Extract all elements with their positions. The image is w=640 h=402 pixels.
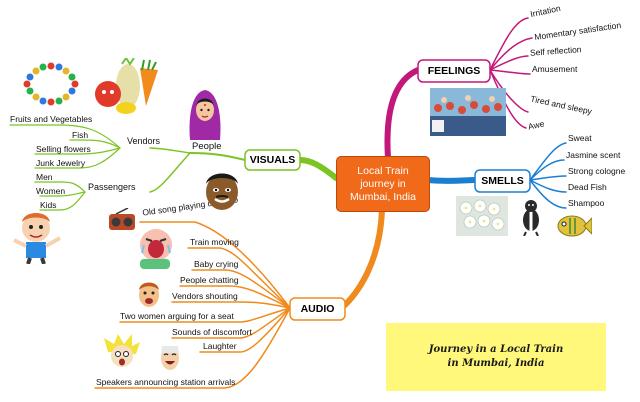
central-topic-line3: Mumbai, India <box>350 190 416 203</box>
passenger-item[interactable]: Women <box>36 186 66 196</box>
audio-item[interactable]: Two women arguing for a seat <box>120 311 234 321</box>
audio-node[interactable]: AUDIO <box>300 303 335 315</box>
audio-item[interactable]: People chatting <box>180 275 239 285</box>
central-topic-line2: journey in <box>360 177 406 190</box>
smells-item[interactable]: Strong cologne <box>568 166 626 176</box>
smells-item[interactable]: Dead Fish <box>568 182 607 192</box>
vendor-item[interactable]: Fish <box>72 130 89 140</box>
shocked-face-icon <box>104 334 140 367</box>
man-face-icon <box>206 173 238 210</box>
chatting-face-icon <box>139 282 159 307</box>
vendors-node[interactable]: Vendors <box>127 136 161 146</box>
radio-icon <box>109 208 135 230</box>
kid-icon <box>13 213 61 264</box>
audio-item[interactable]: Speakers announcing station arrivals <box>96 377 236 387</box>
laughing-man-icon <box>161 346 179 370</box>
passenger-item[interactable]: Men <box>36 172 53 182</box>
skunk-icon <box>523 200 539 236</box>
audio-item[interactable]: Laughter <box>203 341 237 351</box>
audio-item[interactable]: Sounds of discomfort <box>172 327 252 337</box>
caption-line1: Journey in a Local Train <box>428 344 564 355</box>
vendor-item[interactable]: Fruits and Vegetables <box>10 114 93 124</box>
caption-box: Journey in a Local Train in Mumbai, Indi… <box>386 323 606 391</box>
caption-line2: in Mumbai, India <box>447 358 545 369</box>
jasmine-flowers-photo <box>456 196 508 236</box>
audio-item[interactable]: Baby crying <box>194 259 239 269</box>
central-topic[interactable]: Local Train journey in Mumbai, India <box>336 156 430 212</box>
people-node[interactable]: People <box>192 141 222 152</box>
feelings-item[interactable]: Amusement <box>532 64 578 74</box>
bead-necklace-icon <box>23 62 79 106</box>
smells-item[interactable]: Shampoo <box>568 198 605 208</box>
indian-woman-icon <box>189 90 221 140</box>
passengers-node[interactable]: Passengers <box>88 182 136 192</box>
fish-icon <box>557 215 592 237</box>
smells-item[interactable]: Sweat <box>568 133 592 143</box>
central-topic-line1: Local Train <box>357 164 409 177</box>
passenger-item[interactable]: Kids <box>40 200 57 210</box>
feelings-node[interactable]: FEELINGS <box>427 65 481 77</box>
visuals-node[interactable]: VISUALS <box>249 154 296 166</box>
smells-item[interactable]: Jasmine scent <box>566 150 621 160</box>
vendor-item[interactable]: Junk Jewelry <box>36 158 86 168</box>
audio-item[interactable]: Train moving <box>190 237 239 247</box>
crying-baby-icon <box>140 229 172 269</box>
crowded-train-photo <box>430 88 506 136</box>
vegetables-icon <box>95 58 158 114</box>
vendor-item[interactable]: Selling flowers <box>36 144 91 154</box>
audio-item[interactable]: Vendors shouting <box>172 291 238 301</box>
smells-node[interactable]: SMELLS <box>481 175 524 187</box>
